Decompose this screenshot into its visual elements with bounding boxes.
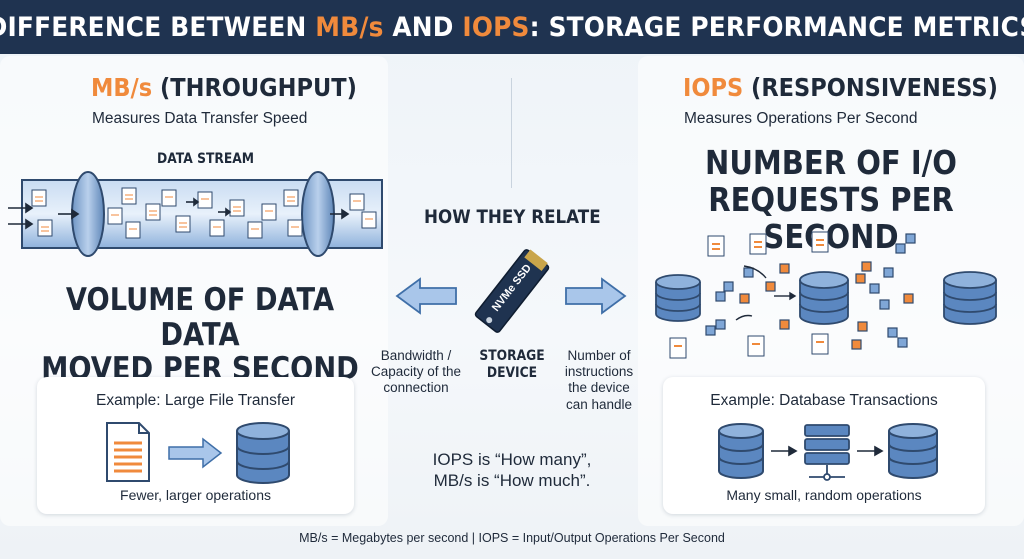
stream-doc-icon (283, 189, 299, 207)
title-highlight-iops: IOPS (462, 11, 530, 43)
iops-example-caption: Many small, random operations (726, 487, 922, 503)
stream-doc-icon (209, 219, 225, 237)
stream-doc-icon (121, 187, 137, 205)
iops-subtitle: Measures Operations Per Second (684, 110, 918, 127)
large-file-icon (106, 422, 150, 482)
request-doc-icon (811, 231, 829, 253)
server-icon (804, 424, 850, 481)
header-bar: DIFFERENCE BETWEEN MB/s AND IOPS: STORAG… (0, 0, 1024, 54)
database-transaction-illustration (718, 423, 938, 481)
mbs-title-rest: (THROUGHPUT) (152, 73, 357, 102)
left-arrow-icon (395, 277, 457, 315)
data-stream-label: DATA STREAM (157, 151, 255, 167)
arrow-icon (771, 445, 798, 457)
data-stream-pipe-illustration (8, 171, 383, 257)
database-icon (236, 422, 290, 484)
iops-example-title: Example: Database Transactions (710, 392, 938, 409)
request-doc-icon (749, 233, 767, 255)
center-database-icon (799, 271, 849, 325)
quote-line1: IOPS is “How many”, (432, 450, 592, 469)
request-doc-icon (747, 335, 765, 357)
instructions-note-line: Number of (567, 348, 631, 363)
right-arrow-icon (168, 437, 223, 469)
iops-title-rest: (RESPONSIVENESS) (743, 73, 998, 102)
request-doc-icon (811, 333, 829, 355)
iops-section-title: IOPS (RESPONSIVENESS) (683, 73, 998, 102)
iops-headline: NUMBER OF I/O REQUESTS PER SECOND (668, 143, 994, 256)
orange-block-icon (739, 261, 914, 350)
storage-device-label: STORAGE DEVICE (475, 348, 549, 382)
mbs-headline: VOLUME OF DATA DATA MOVED PER SECOND (33, 283, 367, 387)
mbs-headline-line1: VOLUME OF DATA DATA (65, 282, 335, 353)
how-they-relate-title: HOW THEY RELATE (424, 206, 601, 228)
request-doc-icon (707, 235, 725, 257)
title-part: AND (383, 11, 463, 43)
stream-doc-icon (287, 219, 303, 237)
stream-doc-icon (125, 221, 141, 239)
stream-doc-icon (175, 215, 191, 233)
instructions-note-line: can handle (565, 396, 633, 412)
iops-example-card: Example: Database Transactions Many smal… (663, 377, 985, 514)
stream-doc-icon (197, 191, 213, 209)
page-title: DIFFERENCE BETWEEN MB/s AND IOPS: STORAG… (0, 12, 1024, 43)
database-icon (718, 423, 764, 479)
stream-doc-icon (145, 203, 161, 221)
quote-line2: MB/s is “How much”. (433, 470, 591, 490)
stream-doc-icon (261, 203, 277, 221)
io-requests-scatter-illustration (655, 231, 997, 359)
left-database-icon (655, 274, 701, 322)
stream-doc-icon (349, 193, 365, 211)
right-arrow-icon (565, 277, 627, 315)
title-part: : STORAGE PERFORMANCE METRICS (529, 11, 1024, 43)
bandwidth-note-line: Capacity of the (370, 364, 462, 380)
stream-doc-icon (229, 199, 245, 217)
iops-headline-line2: REQUESTS PER SECOND (708, 179, 954, 256)
mbs-section-title: MB/s (THROUGHPUT) (91, 73, 357, 102)
nvme-ssd-icon (474, 249, 550, 333)
iops-title-highlight: IOPS (683, 73, 744, 102)
storage-line1: STORAGE (479, 348, 545, 364)
mbs-example-title: Example: Large File Transfer (95, 392, 295, 409)
stream-doc-icon (107, 207, 123, 225)
bandwidth-note-line: Bandwidth / (380, 348, 452, 363)
arrow-icon (857, 445, 884, 457)
iops-headline-line1: NUMBER OF I/O (705, 143, 957, 182)
instructions-note-line: instructions (564, 364, 634, 380)
stream-doc-icon (161, 189, 177, 207)
mbs-subtitle: Measures Data Transfer Speed (92, 110, 308, 127)
stream-doc-icon (31, 189, 47, 207)
storage-line2: DEVICE (486, 364, 538, 381)
footer-definitions: MB/s = Megabytes per second | IOPS = Inp… (299, 531, 725, 545)
large-file-to-disk-illustration (106, 422, 290, 484)
center-divider (511, 78, 512, 188)
right-database-icon (943, 271, 997, 325)
how-many-how-much-note: IOPS is “How many”, MB/s is “How much”. (382, 450, 642, 491)
mbs-example-caption: Fewer, larger operations (120, 487, 271, 503)
stream-doc-icon (361, 211, 377, 229)
database-icon (888, 423, 938, 479)
blue-block-icon (705, 233, 916, 348)
title-highlight-mbs: MB/s (315, 11, 384, 43)
bandwidth-note-line: connection (383, 380, 449, 396)
request-doc-icon (669, 337, 687, 359)
mbs-title-highlight: MB/s (91, 73, 153, 102)
stream-doc-icon (247, 221, 263, 239)
instructions-note: Number of instructions the device can ha… (550, 348, 648, 413)
title-part: DIFFERENCE BETWEEN (0, 11, 316, 43)
stream-doc-icon (37, 219, 53, 237)
bandwidth-note: Bandwidth / Capacity of the connection (356, 348, 476, 397)
instructions-note-line: the device (568, 380, 630, 396)
mbs-example-card: Example: Large File Transfer Fewer, larg… (37, 377, 354, 514)
